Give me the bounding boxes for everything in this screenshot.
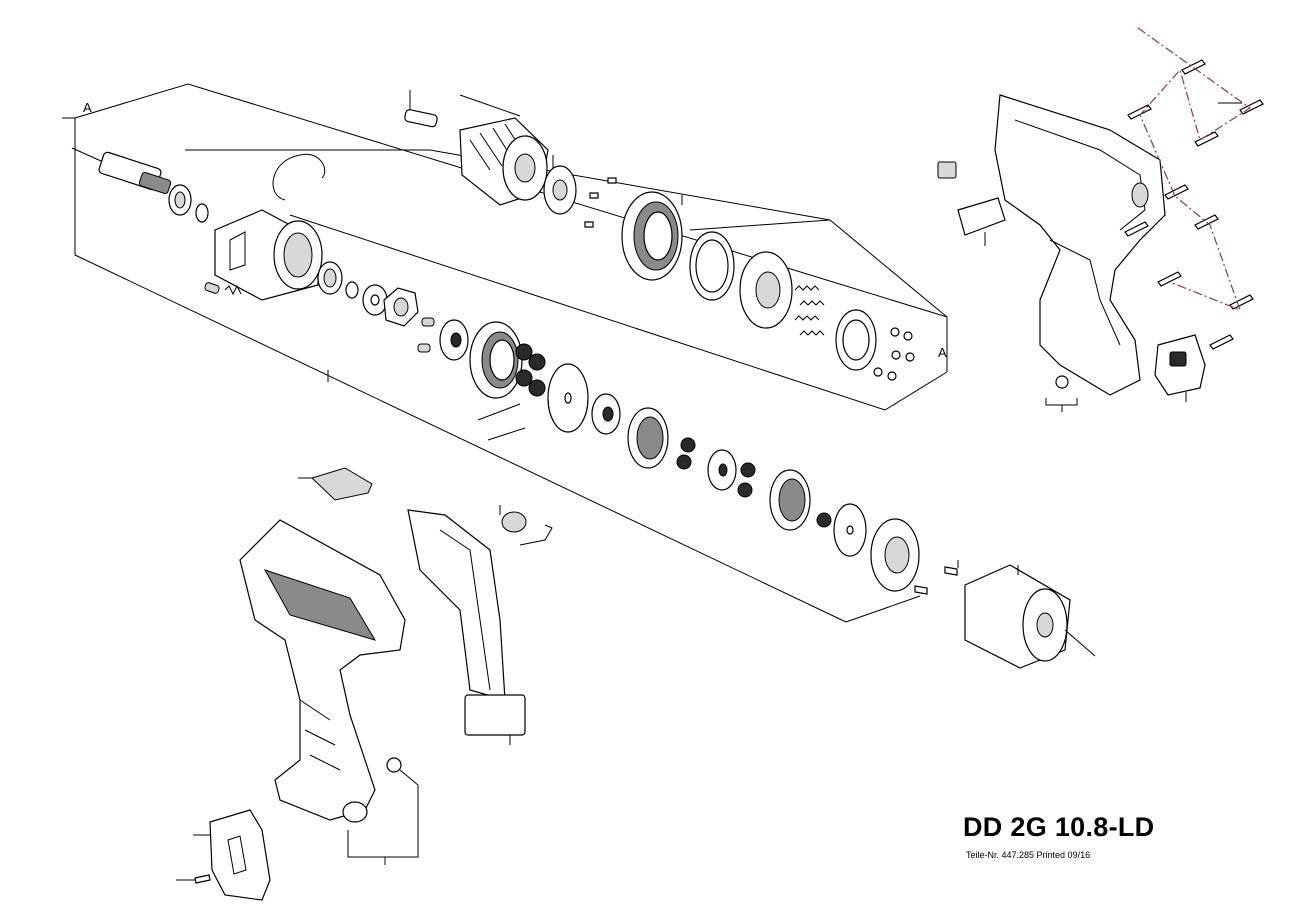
motor-washer-part bbox=[833, 503, 867, 557]
housing-nut-part bbox=[1045, 375, 1078, 412]
third-ring-gear-part bbox=[769, 469, 832, 531]
belt-clip-part bbox=[193, 809, 271, 901]
motor-screw-parts bbox=[914, 560, 959, 595]
model-title: DD 2G 10.8-LD bbox=[963, 812, 1155, 842]
sun-gear-part bbox=[591, 393, 621, 435]
trigger-switch-part bbox=[407, 505, 553, 745]
part-number-and-print-date: Teile-Nr. 447.285 Printed 09/16 bbox=[966, 850, 1091, 860]
thrust-washer-part bbox=[547, 363, 589, 433]
spacer-ring-parts bbox=[317, 261, 388, 316]
ring-gear-part bbox=[469, 321, 523, 399]
clutch-ring-part bbox=[689, 231, 735, 301]
housing-screw-parts bbox=[1124, 59, 1264, 350]
gear-housing-part bbox=[214, 209, 323, 301]
callout-mark-a-right: A bbox=[938, 345, 947, 360]
clutch-plate-part bbox=[739, 251, 793, 329]
bearing-ring-part bbox=[168, 184, 209, 223]
gear-assembly-group-frame bbox=[62, 83, 948, 623]
dc-motor-part bbox=[964, 564, 1096, 669]
drill-chuck-part bbox=[404, 90, 549, 206]
ratchet-plate-part bbox=[543, 155, 577, 215]
callout-mark-a-left: A bbox=[83, 100, 92, 115]
pin-and-spring-parts bbox=[204, 282, 242, 296]
guide-rod-parts bbox=[477, 403, 526, 441]
chuck-screw-parts bbox=[584, 177, 617, 228]
second-ring-gear-part bbox=[627, 407, 669, 469]
housing-side-nut-part bbox=[386, 757, 419, 786]
steel-ball-parts bbox=[873, 327, 915, 381]
planet-gear-parts bbox=[515, 343, 546, 397]
torque-adjusting-ring-part bbox=[621, 191, 683, 281]
belt-clip-screw-part bbox=[176, 874, 211, 884]
left-housing-shell-part bbox=[239, 519, 419, 865]
battery-contact-cover-part bbox=[1154, 334, 1206, 402]
clutch-spring-parts bbox=[794, 285, 825, 336]
retaining-clip-part bbox=[272, 153, 326, 201]
housing-insert-parts bbox=[937, 161, 1006, 246]
planet-carrier-part bbox=[417, 317, 469, 361]
housing-top-cap-part bbox=[298, 467, 373, 501]
right-housing-shell-part bbox=[994, 94, 1166, 396]
lock-nut-part bbox=[383, 287, 419, 327]
clutch-disk-part bbox=[835, 309, 877, 371]
screw-assignment-leader bbox=[1137, 27, 1252, 312]
spindle-part bbox=[71, 147, 172, 195]
motor-plate-part bbox=[870, 518, 920, 592]
second-planet-carrier-part bbox=[707, 449, 756, 498]
clutch-group-frame bbox=[185, 149, 948, 411]
second-planet-gear-parts bbox=[676, 437, 696, 470]
